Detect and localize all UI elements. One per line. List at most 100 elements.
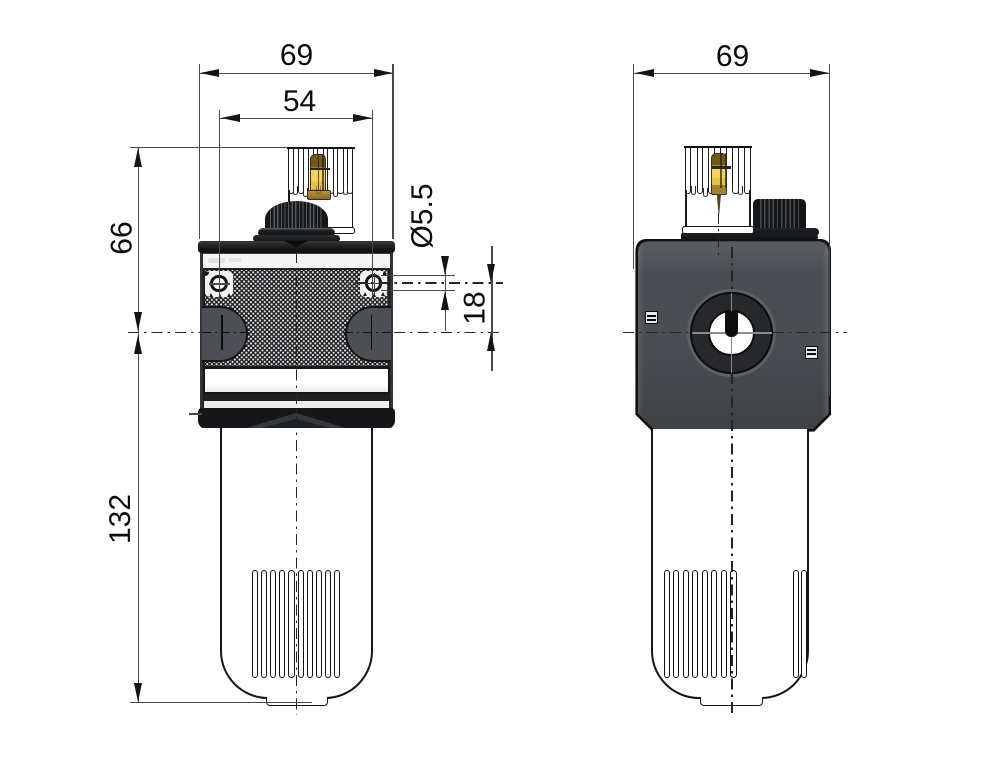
marker-square-left-slot2 [647, 318, 656, 321]
dim-54-arrow-right [353, 114, 373, 123]
dome-rib-gap-arc [702, 188, 708, 197]
drip-pin-band [309, 167, 330, 170]
side-horizontal-centerline-right [773, 331, 847, 334]
dome-rib-gap-arc [302, 188, 308, 197]
port-boss-left-front [202, 305, 248, 363]
front-vertical-centerline [295, 252, 298, 715]
screw-axis-centerline [355, 282, 503, 284]
dim-dia-label: Ø5.5 [406, 183, 439, 249]
dome-rib [327, 147, 334, 194]
bowl-guard-rib [701, 569, 708, 678]
ext-line-132-bottom [130, 701, 312, 703]
screw-plate-left-notch1 [209, 292, 213, 297]
dim-69s-arrow-right [809, 69, 829, 77]
ext-line-66-top [130, 147, 287, 149]
knob-base-bar-side [680, 233, 819, 241]
screw-plate-right-notch2 [372, 293, 376, 298]
front-horizontal-centerline-left [128, 331, 200, 334]
fill-knob-base-front [252, 234, 341, 243]
marker-square-left [644, 311, 658, 325]
bowl-guard-rib [297, 569, 304, 678]
ext-line-69f-right [392, 64, 394, 239]
port-left-center-tick [221, 315, 223, 350]
dim-132-arrow-top [133, 334, 142, 354]
side-vertical-centerline-lower [731, 373, 733, 716]
bowl-guard-rib [325, 569, 332, 678]
dome-rib [696, 146, 704, 194]
bowl-guard-rib [682, 569, 689, 678]
sight-dome-side-top-edge [684, 145, 752, 149]
port-boss-right-front [344, 305, 391, 363]
screw-plate-left-notch4 [205, 271, 210, 276]
port-keyway [724, 311, 739, 337]
dim-line-66-132 [137, 147, 139, 703]
bowl-guard-rib [663, 569, 670, 678]
dome-rib-gap-arc [738, 186, 744, 195]
bowl-front-ribs [251, 569, 341, 678]
bowl-guard-rib [792, 569, 799, 678]
dim-132-label: 132 [104, 493, 137, 545]
sight-dome-side-wall-left [685, 190, 687, 228]
dim-18-arrow-bottom [487, 332, 496, 352]
bowl-guard-rib [315, 569, 323, 678]
bowl-guard-rib [306, 569, 313, 678]
ext-line-dia-top [381, 274, 455, 276]
bowl-guard-rib [720, 569, 727, 678]
bowl-side-ribs-right [792, 569, 808, 678]
marker-square-right-slot2 [807, 353, 816, 356]
dim-line-69f [199, 72, 393, 75]
fill-knob-side-collar [753, 228, 819, 237]
bowl-guard-rib [673, 569, 680, 678]
sight-dome-top-edge [287, 146, 355, 150]
port-right-centerline [344, 331, 391, 334]
sight-dome-wall-right [351, 190, 354, 228]
ext-line-54-right [371, 110, 374, 297]
dim-66-arrow-top [133, 148, 142, 168]
ext-line-69f-left [198, 64, 200, 239]
dim-66-arrow-bottom [133, 312, 142, 332]
dome-rib [287, 147, 294, 194]
bowl-guard-rib [730, 569, 737, 678]
dim-line-18 [491, 246, 493, 371]
pin-side-rib-line-left [720, 153, 722, 188]
dim-18-label: 18 [458, 291, 492, 325]
bowl-side-ribs-left [663, 569, 737, 678]
dome-rib [684, 146, 692, 194]
bowl-guard-rib [279, 569, 286, 678]
dome-rib-gap-arc [332, 188, 338, 197]
body-top-band-notch [285, 241, 307, 248]
fill-knob-collar-front [258, 228, 335, 237]
dim-132-arrow-bottom [133, 683, 142, 703]
marker-square-right [804, 345, 818, 359]
ext-line-69s-right [828, 64, 830, 396]
body-white-band-emboss2 [228, 258, 242, 262]
screw-plate-right-notch1 [363, 292, 367, 297]
pin-rib-line-right [322, 154, 324, 190]
dim-54-label: 54 [282, 84, 317, 118]
dim-66-label: 66 [105, 221, 138, 255]
drip-pin-base [307, 189, 331, 200]
bowl-guard-rib [711, 569, 718, 678]
body-white-band-emboss [208, 258, 225, 263]
marker-square-left-slot1 [647, 314, 656, 317]
screw-plate-right-dot [382, 272, 387, 276]
dim-line-69s [634, 72, 830, 75]
port-left-centerline [202, 331, 249, 334]
pin-rib-line-left [317, 154, 319, 190]
dim-54-arrow-left [220, 114, 240, 123]
sight-dome-side-wall-right [748, 190, 751, 228]
screw-plate-right-notch3 [381, 292, 385, 297]
dim-dia-arrow-bottom [440, 290, 449, 310]
dim-dia-arrow-top [440, 256, 449, 276]
dome-rib [744, 146, 751, 194]
dim-69f-label: 69 [279, 39, 314, 72]
side-cap-axis-centerline [717, 213, 720, 255]
dim-69f-arrow-left [200, 69, 219, 77]
bowl-guard-rib [334, 569, 341, 678]
dim-18-arrow-top [487, 264, 496, 284]
dim-line-54 [220, 118, 373, 120]
dome-rib-gap-arc [342, 186, 348, 195]
bowl-guard-rib [251, 569, 258, 678]
body-step-tick [189, 413, 202, 415]
